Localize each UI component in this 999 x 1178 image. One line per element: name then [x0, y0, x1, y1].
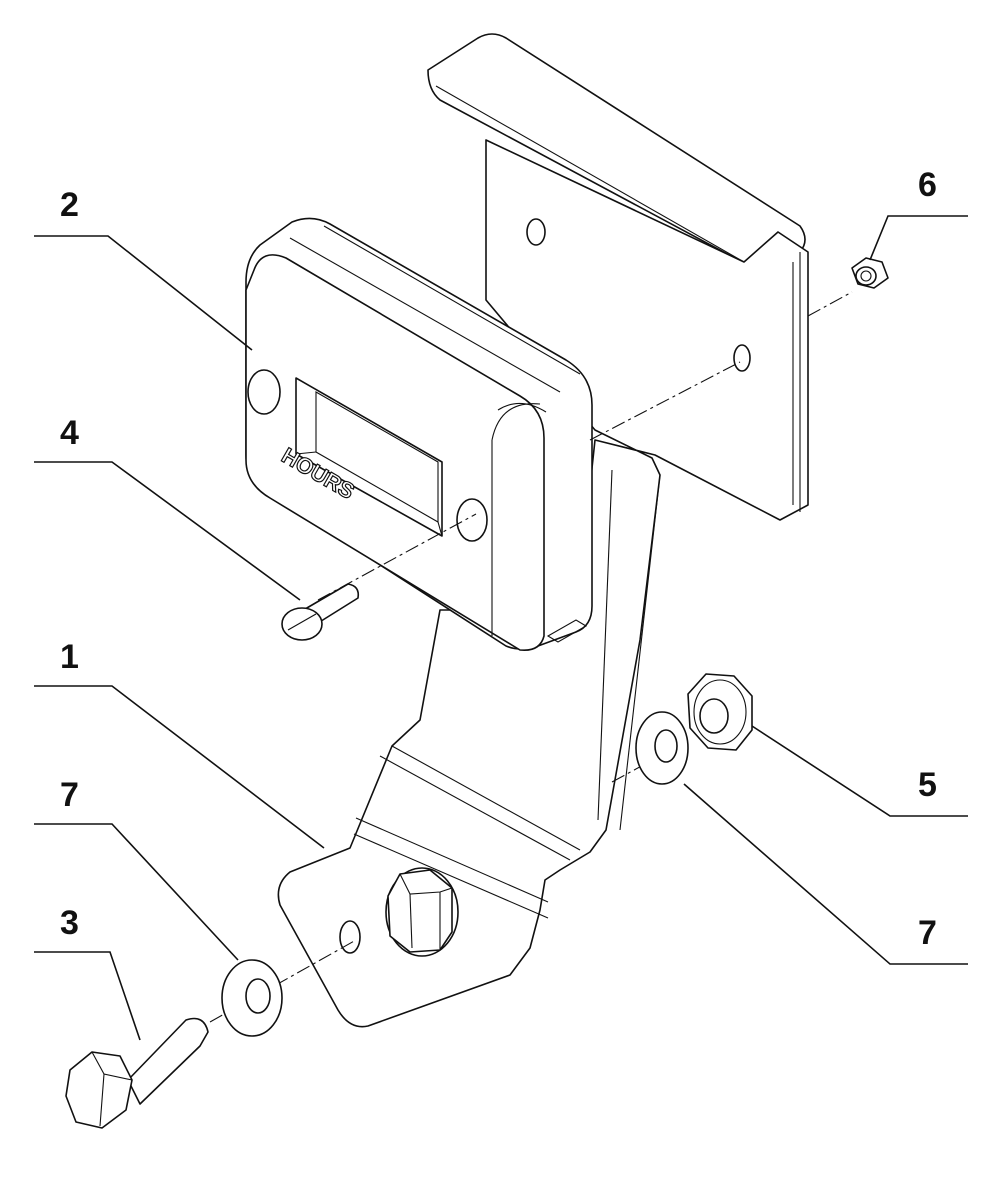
- leader-5: [751, 725, 968, 817]
- bracket-hole-bottom: [339, 920, 361, 954]
- callout-7-left: 7: [60, 776, 79, 814]
- bracket-hole-top: [526, 218, 546, 246]
- callout-6: 6: [918, 166, 937, 204]
- washer-right-part: [635, 711, 689, 785]
- small-nut-part: [851, 257, 889, 289]
- callout-3: 3: [60, 904, 79, 942]
- installed-bolt-part: [385, 867, 459, 957]
- leader-6: [869, 215, 968, 261]
- screw-part: [281, 583, 360, 641]
- callout-4: 4: [60, 414, 79, 452]
- bracket-hole-right: [733, 344, 751, 372]
- callout-7-right: 7: [918, 914, 937, 952]
- washer-left-part: [221, 959, 283, 1037]
- hour-meter-part: HOURS: [245, 217, 593, 652]
- leader-1: [34, 685, 325, 849]
- meter-hole-left: [247, 369, 281, 415]
- leader-2: [34, 235, 253, 351]
- leader-7a: [34, 823, 239, 961]
- leader-4: [34, 461, 301, 601]
- meter-hole-right: [456, 498, 488, 542]
- hex-bolt-part: [65, 1017, 209, 1129]
- callout-2: 2: [60, 186, 79, 224]
- leader-7b: [683, 783, 968, 965]
- nut-right-part: [687, 673, 753, 751]
- callout-numbers: 2 4 1 7 3 6 5 7: [60, 166, 937, 952]
- leader-lines: [34, 215, 968, 1041]
- callout-1: 1: [60, 638, 79, 676]
- callout-5: 5: [918, 766, 937, 804]
- leader-3: [34, 951, 141, 1041]
